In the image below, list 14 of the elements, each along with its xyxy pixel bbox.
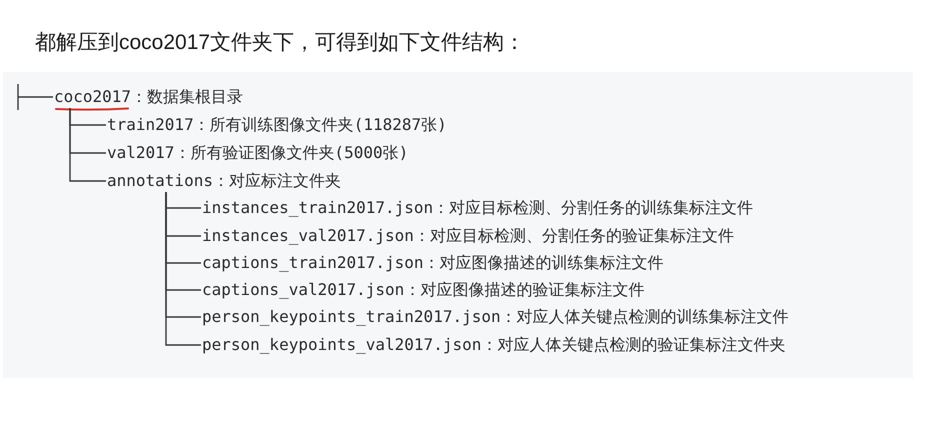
tree-entry: coco2017：数据集根目录 <box>53 86 244 108</box>
heading: 都解压到coco2017文件夹下，可得到如下文件结构： <box>35 30 526 56</box>
tree-connector <box>69 108 106 182</box>
tree-entry: instances_train2017.json：对应目标检测、分割任务的训练集标注文件 <box>201 197 754 219</box>
tree-entry: train2017：所有训练图像文件夹(118287张) <box>106 114 448 136</box>
tree-entry: captions_val2017.json：对应图像描述的验证集标注文件 <box>201 279 646 301</box>
tree-entry: val2017：所有验证图像文件夹(5000张) <box>106 142 410 164</box>
tree-connector <box>165 192 201 346</box>
tree-entry: person_keypoints_val2017.json：对应人体关键点检测的验证集标注文件夹 <box>201 334 786 356</box>
tree-entry: instances_val2017.json：对应目标检测、分割任务的验证集标注文件 <box>201 225 735 247</box>
tree-connector <box>17 83 54 111</box>
tree-entry: captions_train2017.json：对应图像描述的训练集标注文件 <box>201 252 665 274</box>
tree-entry: person_keypoints_train2017.json：对应人体关键点检测的训练集标注文件 <box>201 306 790 328</box>
tree-entry: annotations：对应标注文件夹 <box>106 170 342 192</box>
